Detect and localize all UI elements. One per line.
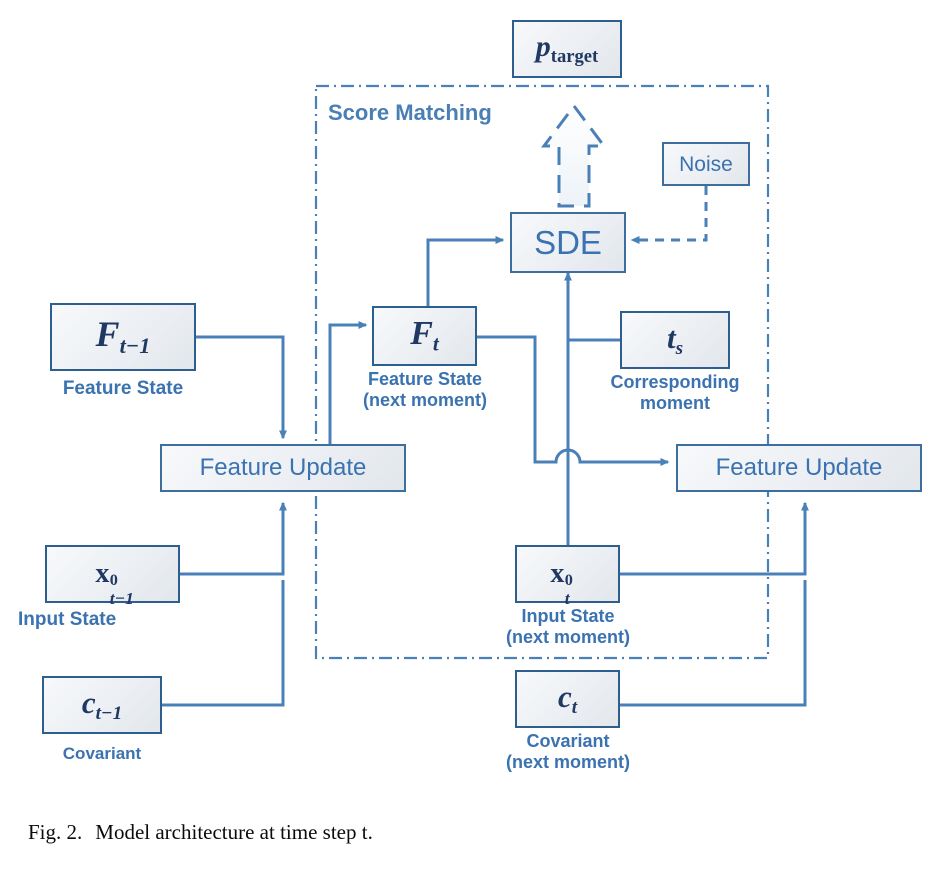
label-input-state-next: Input State (next moment) <box>478 606 658 648</box>
wire-xt-to-featureupdate-right <box>620 501 809 576</box>
label-ts-line1: Corresponding <box>610 372 740 392</box>
label-input-state-prev: Input State <box>18 609 117 630</box>
label-covariant-prev: Covariant <box>62 744 142 763</box>
node-covariant-prev-label: ct−1 <box>81 684 123 724</box>
node-ts[interactable]: ts <box>620 311 730 369</box>
label-ts: Corresponding moment <box>588 372 762 414</box>
node-ts-label: ts <box>666 319 684 359</box>
wire-cprev-to-featureupdate <box>162 580 285 707</box>
node-covariant-prev[interactable]: ct−1 <box>42 676 162 734</box>
figure-caption-text: Model architecture at time step t. <box>95 820 373 844</box>
node-feature-update-left[interactable]: Feature Update <box>160 444 406 492</box>
label-ts-line2: moment <box>639 393 710 414</box>
label-feature-state-next-line2: (next moment) <box>362 390 487 411</box>
figure-caption-number: Fig. 2. <box>28 820 83 844</box>
node-noise[interactable]: Noise <box>662 142 750 186</box>
node-p-target[interactable]: ptarget <box>512 20 622 78</box>
node-p-target-label: ptarget <box>535 29 599 67</box>
node-covariant-next-label: ct <box>557 678 578 718</box>
node-feature-state-prev[interactable]: Ft−1 <box>50 303 196 371</box>
node-sde[interactable]: SDE <box>510 212 626 273</box>
node-feature-state-prev-label: Ft−1 <box>95 314 151 359</box>
node-covariant-next[interactable]: ct <box>515 670 620 728</box>
label-covariant-next-line2: (next moment) <box>505 752 630 773</box>
node-feature-state-next-label: Ft <box>410 315 439 356</box>
label-input-state-next-line1: Input State <box>521 606 615 626</box>
node-feature-update-right-label: Feature Update <box>715 454 883 481</box>
wire-noise-to-sde <box>630 186 708 244</box>
label-feature-state-next: Feature State (next moment) <box>336 369 514 411</box>
figure-caption: Fig. 2. Model architecture at time step t… <box>28 820 373 845</box>
node-feature-state-next[interactable]: Ft <box>372 306 477 366</box>
node-feature-update-right[interactable]: Feature Update <box>676 444 922 492</box>
label-feature-state-prev: Feature State <box>62 378 184 399</box>
wire-ft-to-sde <box>426 236 505 310</box>
label-feature-state-next-line1: Feature State <box>367 369 483 389</box>
label-covariant-next: Covariant (next moment) <box>478 731 658 773</box>
label-input-state-next-line2: (next moment) <box>505 627 630 648</box>
node-feature-update-left-label: Feature Update <box>199 454 367 481</box>
arrow-sde-to-ptarget <box>541 103 607 208</box>
node-sde-label: SDE <box>534 224 602 261</box>
node-noise-label: Noise <box>679 152 733 176</box>
score-matching-region-title: Score Matching <box>328 100 492 125</box>
label-covariant-next-line1: Covariant <box>526 731 610 751</box>
wire-xprev-to-featureupdate <box>180 501 287 576</box>
